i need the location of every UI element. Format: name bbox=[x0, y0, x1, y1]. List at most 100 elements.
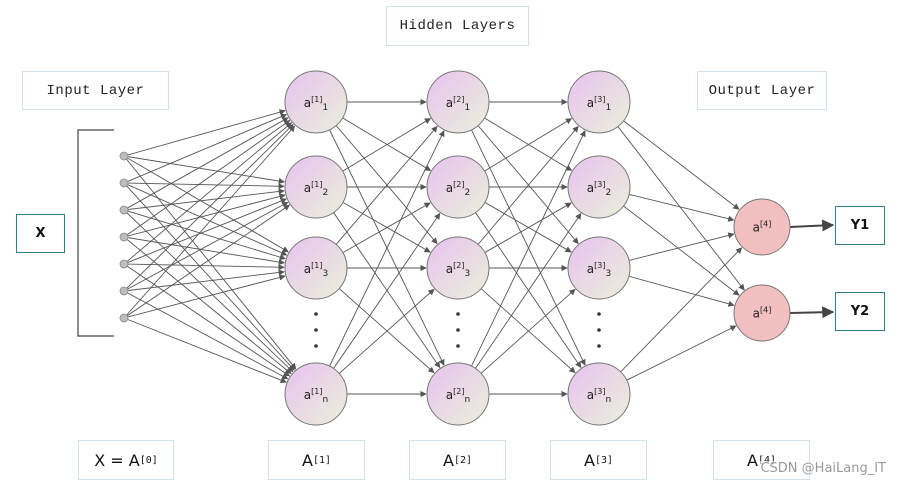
hidden-neuron-l2-3 bbox=[426, 236, 490, 300]
edge-l1-1-to-l2-0 bbox=[342, 118, 432, 172]
input-node bbox=[119, 259, 129, 269]
caption-layer-3-base: A bbox=[583, 450, 595, 470]
output-y2-box: Y2 bbox=[835, 292, 885, 331]
edge-l2-3-to-l3-1 bbox=[475, 212, 582, 369]
input-x-box: X bbox=[16, 214, 65, 253]
caption-input: X = A[0] bbox=[78, 440, 174, 480]
ellipsis-dot bbox=[597, 344, 601, 348]
caption-layer-2-base: A bbox=[442, 450, 454, 470]
edge-input-5-to-l1-2 bbox=[123, 269, 285, 292]
edge-l3-1-to-out-1 bbox=[623, 205, 740, 296]
input-node bbox=[119, 232, 129, 242]
hidden-neuron-l1-3 bbox=[284, 236, 348, 300]
input-node bbox=[119, 205, 129, 215]
hidden-neuron-l2-1 bbox=[426, 70, 490, 134]
ellipsis-dot bbox=[597, 328, 601, 332]
watermark: CSDN @HaiLang_IT bbox=[760, 461, 886, 476]
caption-output-base: A bbox=[746, 450, 758, 470]
caption-layer-1: A[1] bbox=[268, 440, 365, 480]
edge-input-0-to-l1-0 bbox=[123, 109, 286, 157]
edge-l3-3-to-out-1 bbox=[626, 325, 737, 381]
edge-l2-0-to-l3-2 bbox=[477, 125, 579, 245]
edge-input-2-to-l1-0 bbox=[123, 117, 289, 211]
edge-l3-3-to-out-0 bbox=[620, 247, 743, 373]
edge-input-0-to-l1-1 bbox=[123, 155, 286, 185]
hidden-neuron-l3-1 bbox=[567, 70, 631, 134]
ellipsis-markers bbox=[314, 312, 601, 348]
caption-input-base: X = A bbox=[94, 450, 140, 470]
input-node bbox=[119, 286, 129, 296]
edge-l1-3-to-l2-1 bbox=[333, 212, 441, 369]
output-layer-label: Output Layer bbox=[697, 71, 827, 110]
edge-l3-0-to-out-0 bbox=[623, 120, 740, 210]
edge-l1-3-to-l2-0 bbox=[329, 130, 445, 367]
edge-input-6-to-l1-1 bbox=[123, 204, 291, 319]
edge-l1-3-to-l2-2 bbox=[338, 288, 435, 374]
caption-layer-2: A[2] bbox=[409, 440, 506, 480]
edge-out-2-to-y2 bbox=[789, 306, 835, 319]
edge-input-4-to-l1-1 bbox=[123, 198, 287, 265]
edge-l2-2-to-l3-3 bbox=[480, 288, 576, 374]
edge-l3-2-to-out-0 bbox=[628, 232, 735, 261]
edge-l2-3-to-l3-0 bbox=[471, 130, 586, 367]
edge-input-1-to-l1-1 bbox=[123, 182, 285, 190]
hidden-neuron-l3-2 bbox=[567, 155, 631, 219]
edge-input-0-to-l1-2 bbox=[123, 155, 289, 253]
edge-input-5-to-l1-1 bbox=[123, 201, 289, 292]
output-neuron-1 bbox=[733, 198, 791, 256]
edge-l1-2-to-l2-0 bbox=[335, 125, 438, 245]
input-node bbox=[119, 151, 129, 161]
hidden-neuron-l3-4 bbox=[567, 362, 631, 426]
caption-layer-2-sup: [2] bbox=[453, 454, 472, 466]
ellipsis-dot bbox=[456, 328, 460, 332]
edge-input-3-to-l1-3 bbox=[123, 236, 292, 375]
hidden-neuron-l3-3 bbox=[567, 236, 631, 300]
edge-input-5-to-l1-3 bbox=[123, 290, 289, 380]
edge-l3-1-to-out-0 bbox=[628, 193, 735, 222]
edge-l1-1-to-l2-3 bbox=[333, 212, 441, 369]
ellipsis-dot bbox=[456, 312, 460, 316]
edge-l2-1-to-l3-3 bbox=[475, 212, 582, 369]
output-neuron-2 bbox=[733, 284, 791, 342]
edge-input-5-to-l1-0 bbox=[123, 124, 294, 292]
neuron-nodes bbox=[284, 70, 791, 426]
caption-input-sup: [0] bbox=[139, 454, 158, 466]
ellipsis-dot bbox=[597, 312, 601, 316]
hidden-neuron-l2-4 bbox=[426, 362, 490, 426]
edge-input-2-to-l1-2 bbox=[123, 209, 286, 261]
edge-l1-2-to-l2-3 bbox=[338, 288, 435, 374]
caption-output-sup: [4] bbox=[757, 454, 776, 466]
ellipsis-dot bbox=[314, 312, 318, 316]
hidden-neuron-l2-2 bbox=[426, 155, 490, 219]
edge-input-2-to-l1-1 bbox=[123, 188, 285, 211]
hidden-neuron-l1-4 bbox=[284, 362, 348, 426]
hidden-neuron-l1-2 bbox=[284, 155, 348, 219]
edge-input-4-to-l1-3 bbox=[123, 263, 291, 377]
edge-input-6-to-l1-2 bbox=[123, 274, 286, 319]
edge-input-1-to-l1-3 bbox=[123, 182, 295, 371]
hidden-layers-label: Hidden Layers bbox=[386, 6, 529, 46]
input-nodes bbox=[119, 151, 129, 323]
output-y1-box: Y1 bbox=[835, 206, 885, 245]
edge-l2-2-to-l3-0 bbox=[477, 125, 579, 245]
connection-edges bbox=[123, 98, 835, 398]
edge-l1-2-to-l2-1 bbox=[342, 202, 431, 254]
edge-input-0-to-l1-3 bbox=[123, 155, 297, 370]
edge-input-4-to-l1-0 bbox=[123, 122, 293, 265]
edge-input-3-to-l1-1 bbox=[123, 193, 286, 238]
caption-layer-3-sup: [3] bbox=[594, 454, 613, 466]
edge-input-2-to-l1-3 bbox=[123, 209, 294, 373]
edge-l3-0-to-out-1 bbox=[617, 126, 745, 291]
edge-input-3-to-l1-2 bbox=[123, 236, 286, 266]
ellipsis-dot bbox=[314, 328, 318, 332]
edge-l2-1-to-l3-0 bbox=[484, 118, 573, 172]
caption-layer-1-base: A bbox=[301, 450, 313, 470]
edge-input-3-to-l1-0 bbox=[123, 120, 291, 238]
input-node bbox=[119, 313, 129, 323]
edge-l3-2-to-out-1 bbox=[628, 275, 735, 307]
edge-out-1-to-y1 bbox=[789, 219, 835, 232]
edge-l2-2-to-l3-1 bbox=[484, 202, 572, 253]
input-layer-label: Input Layer bbox=[22, 71, 169, 110]
ellipsis-dot bbox=[456, 344, 460, 348]
